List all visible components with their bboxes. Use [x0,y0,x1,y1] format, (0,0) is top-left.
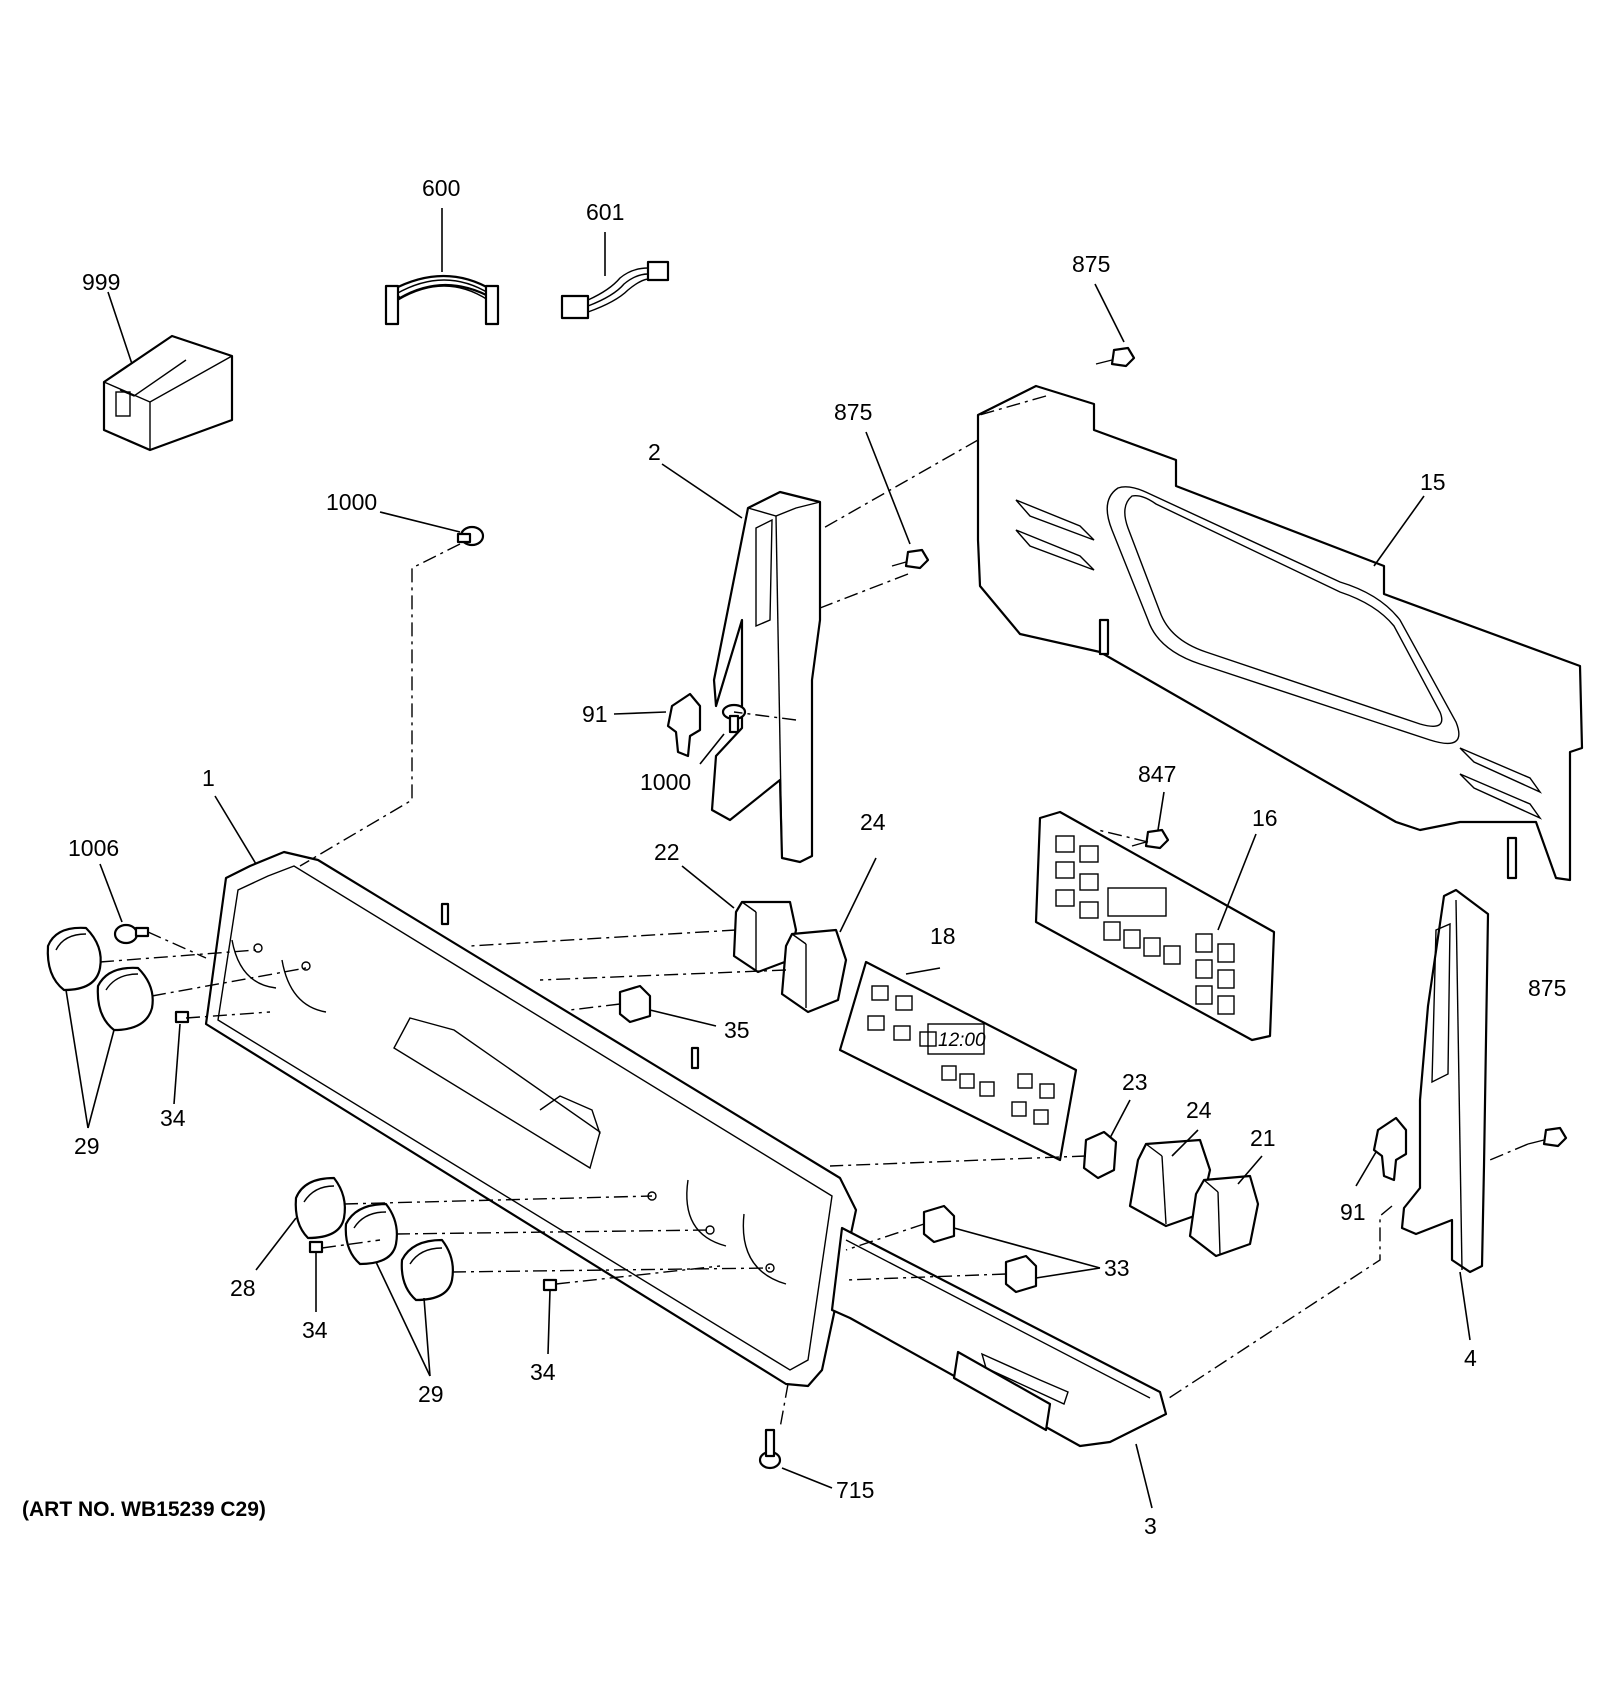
callout-22: 22 [654,839,680,865]
part-23-switch [1082,1130,1118,1180]
callout-91-left: 91 [582,701,608,727]
callout-34-left: 34 [160,1105,186,1131]
clock-display-text: 12:00 [938,1030,986,1051]
callout-1000-mid: 1000 [640,769,691,795]
callout-15: 15 [1420,469,1446,495]
part-29-knob-left-lower [96,966,154,1032]
leader-lines [65,208,1471,1509]
part-847-screw [1131,828,1170,850]
callout-29-bottom: 29 [418,1381,444,1407]
callout-847: 847 [1138,761,1176,787]
part-875-screw-right [1527,1126,1568,1148]
callout-2: 2 [648,439,661,465]
callout-875-top: 875 [1072,251,1110,277]
callout-715: 715 [836,1477,874,1503]
callout-29-left: 29 [74,1133,100,1159]
callout-1000-top: 1000 [326,489,377,515]
part-35-indicator-light [618,984,652,1024]
callout-875-mid: 875 [834,399,872,425]
callout-600: 600 [422,175,460,201]
part-91-clip-right [1372,1116,1408,1182]
callout-34-bottom: 34 [530,1359,556,1385]
callout-21: 21 [1250,1125,1276,1151]
callout-18: 18 [930,923,956,949]
part-875-screw-top [1095,346,1136,368]
part-29-knob-bottom-2 [400,1238,454,1302]
part-1-control-panel [204,850,858,1388]
callout-23: 23 [1122,1069,1148,1095]
art-number-label: (ART NO. WB15239 C29) [22,1498,266,1521]
part-600-ribbon-harness [384,275,500,326]
part-16-control-board [1034,810,1276,1042]
assembly-lines [99,395,1529,1429]
part-1000-screw-top [456,525,485,547]
callout-33: 33 [1104,1255,1130,1281]
part-34-screw-mid [308,1240,324,1254]
callout-34-mid: 34 [302,1317,328,1343]
callout-16: 16 [1252,805,1278,831]
part-3-lower-trim [830,1226,1168,1448]
part-875-screw-mid [891,548,930,570]
part-2-left-bracket [710,490,822,864]
callout-1006: 1006 [68,835,119,861]
callout-35: 35 [724,1017,750,1043]
callout-91-right: 91 [1340,1199,1366,1225]
part-4-right-bracket [1400,888,1490,1274]
part-33-indicator-lights [922,1204,1038,1294]
part-18-membrane-overlay: 12:00 [838,960,1078,1162]
part-34-screw-left [174,1010,190,1024]
callout-24-mid: 24 [1186,1097,1212,1123]
part-24-switch-mid [1128,1138,1212,1228]
callout-875-right: 875 [1528,975,1566,1001]
callout-601: 601 [586,199,624,225]
part-1000-screw-mid [721,703,747,734]
part-34-screw-bottom [542,1278,558,1292]
part-28-knob [294,1176,346,1240]
part-29-knob-left-upper [46,926,102,992]
callout-999: 999 [82,269,120,295]
part-1006-screw [113,923,150,945]
part-21-switch [1188,1174,1260,1258]
part-601-wire-harness [560,260,670,320]
part-22-switch [732,900,798,974]
part-91-clip-left [666,692,702,758]
callout-1: 1 [202,765,215,791]
callout-3: 3 [1144,1513,1157,1539]
callout-28: 28 [230,1275,256,1301]
callout-24-top: 24 [860,809,886,835]
callout-4: 4 [1464,1345,1477,1371]
part-29-knob-bottom-1 [344,1202,398,1266]
part-15-back-panel [976,384,1584,882]
part-999-box [102,334,234,452]
part-715-screw [758,1428,782,1470]
part-24-switch-top [780,928,848,1014]
callouts: 999 600 601 875 875 875 2 15 1000 1000 9… [68,175,1566,1539]
